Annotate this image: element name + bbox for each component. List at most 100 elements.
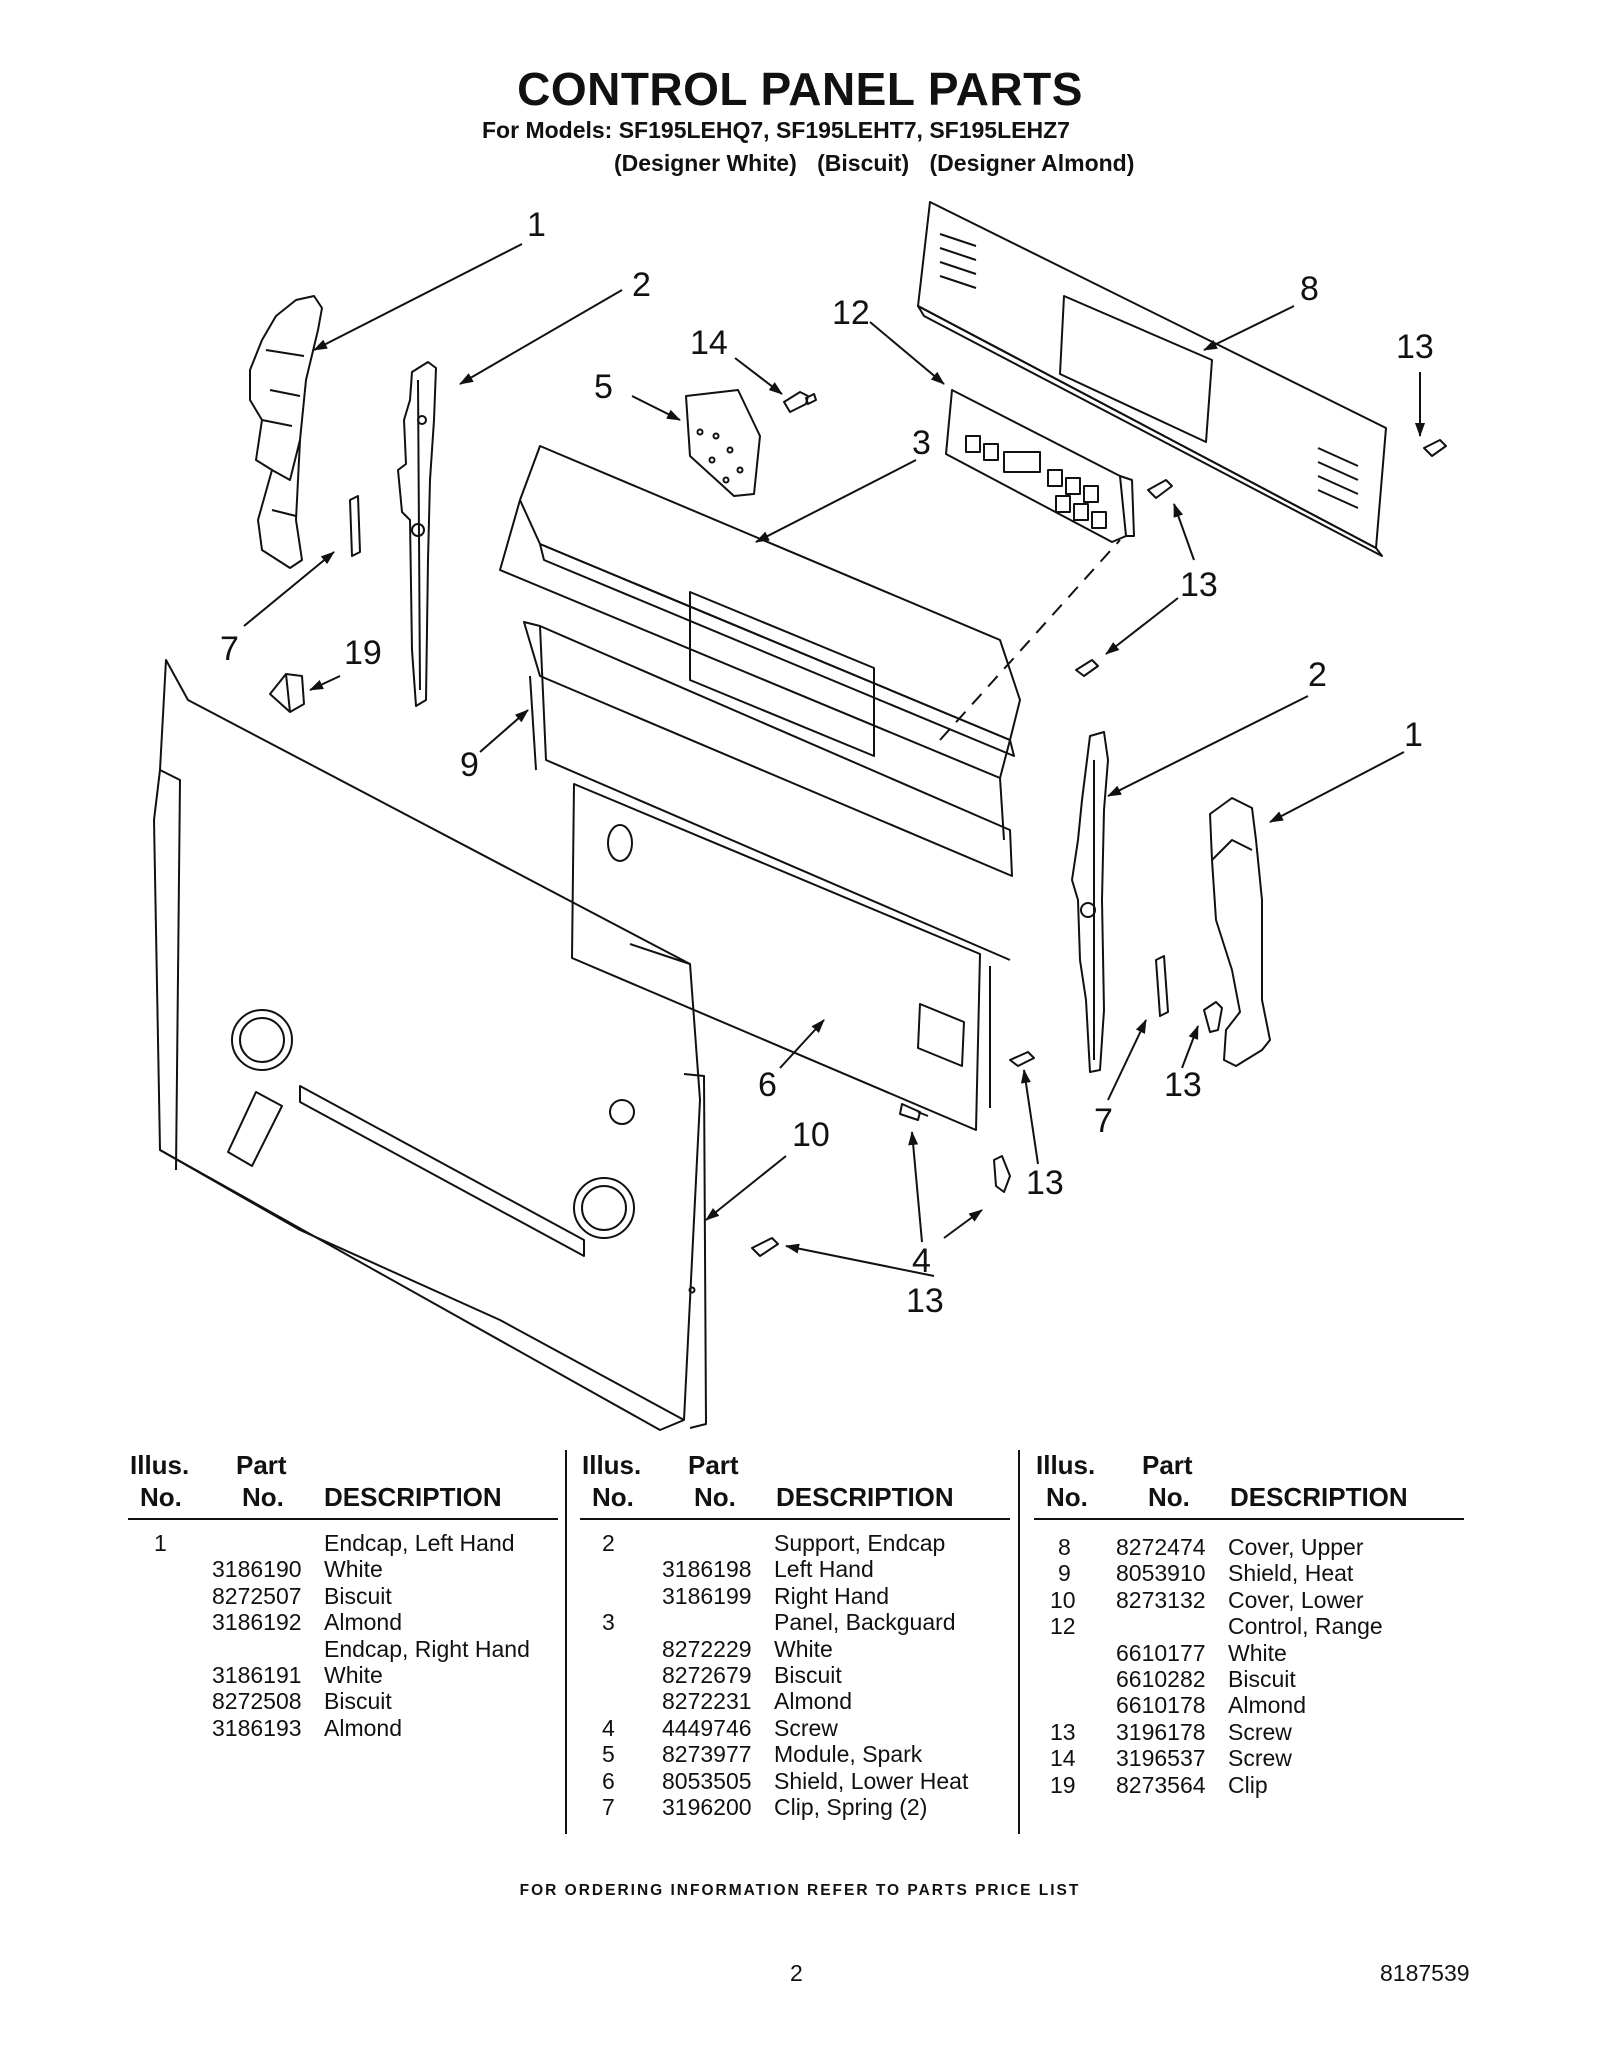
spring-clip-right <box>1155 955 1169 1017</box>
part-description: Clip, Spring (2) <box>774 1793 928 1820</box>
document-number: 8187539 <box>1380 1960 1470 1986</box>
endcap-left <box>249 295 323 569</box>
callout-7-left: 7 <box>220 630 239 668</box>
part-no: 8272507 <box>212 1582 302 1609</box>
part-description: Cover, Upper <box>1228 1534 1364 1560</box>
part-no: 6610178 <box>1116 1692 1206 1719</box>
part-no: 3196537 <box>1116 1745 1206 1772</box>
header-illus-top: Illus. <box>130 1450 190 1480</box>
part-no: 3186190 <box>212 1556 302 1583</box>
page-number: 2 <box>790 1960 803 1986</box>
part-description: White <box>324 1556 383 1583</box>
part-description: White <box>774 1635 833 1662</box>
endcap-support-right <box>1071 731 1109 1073</box>
part-no: 8273564 <box>1116 1771 1206 1798</box>
part-description: Panel, Backguard <box>774 1609 956 1636</box>
screw-13-b <box>1147 479 1173 499</box>
upper-cover <box>917 201 1387 557</box>
callout-1-right: 1 <box>1404 716 1423 754</box>
callout-13-top: 13 <box>1396 328 1434 366</box>
part-description: Biscuit <box>1228 1665 1296 1692</box>
part-no: 3186193 <box>212 1714 302 1741</box>
callout-19: 19 <box>344 634 382 672</box>
part-description: Biscuit <box>324 1688 392 1715</box>
callout-1-left: 1 <box>527 206 546 244</box>
page-title: CONTROL PANEL PARTS <box>517 63 1083 115</box>
callout-12: 12 <box>832 294 870 332</box>
part-description: Support, Endcap <box>774 1530 946 1556</box>
table-row: 3186193 Almond <box>128 1715 558 1741</box>
part-no: 8273977 <box>662 1741 752 1768</box>
table-row: 3186198 Left Hand <box>580 1556 1010 1582</box>
spark-module <box>685 389 761 497</box>
leader-lines <box>243 243 1425 1277</box>
table-row: 8272507 Biscuit <box>128 1583 558 1609</box>
endcap-support-left <box>397 361 437 707</box>
part-description: Biscuit <box>324 1582 392 1609</box>
clip-19 <box>269 673 305 713</box>
part-description: Almond <box>1228 1692 1306 1719</box>
part-description: Endcap, Right Hand <box>324 1635 530 1662</box>
part-description: Right Hand <box>774 1582 890 1609</box>
header-part-top: Part <box>236 1450 287 1480</box>
part-no: 3186199 <box>662 1582 752 1609</box>
part-no: 6610177 <box>1116 1639 1206 1666</box>
range-control <box>945 389 1135 543</box>
header-part-top: Part <box>1142 1450 1193 1480</box>
callout-10: 10 <box>792 1116 830 1154</box>
callout-13-right: 13 <box>1164 1066 1202 1104</box>
part-no: 3186198 <box>662 1556 752 1583</box>
part-no: 8053505 <box>662 1767 752 1794</box>
part-description: Control, Range <box>1228 1613 1383 1640</box>
part-description: Left Hand <box>774 1556 874 1583</box>
header-illus-bottom: No. <box>1046 1482 1088 1512</box>
callout-2-right: 2 <box>1308 656 1327 694</box>
part-no: 3186191 <box>212 1661 302 1688</box>
header-description: DESCRIPTION <box>324 1482 502 1512</box>
part-description: Almond <box>774 1688 852 1715</box>
screw-4 <box>899 1103 929 1121</box>
parts-column-header: Illus. No. Part No. DESCRIPTION <box>580 1450 1010 1520</box>
variant-designer-white: (Designer White) <box>614 150 797 176</box>
header-illus-bottom: No. <box>140 1482 182 1512</box>
part-no: 8272508 <box>212 1688 302 1715</box>
callout-4: 4 <box>912 1242 931 1280</box>
header-part-bottom: No. <box>242 1482 284 1512</box>
part-description: Almond <box>324 1714 402 1741</box>
illus-no: 9 <box>1058 1560 1071 1587</box>
part-description: Biscuit <box>774 1661 842 1688</box>
screw-13-f <box>993 1155 1011 1193</box>
exploded-parts-diagram: 1 2 14 5 12 8 13 3 13 13 2 1 7 19 9 6 10… <box>153 201 1447 1431</box>
part-description: Almond <box>324 1609 402 1636</box>
callout-5: 5 <box>594 368 613 406</box>
callout-13-mid: 13 <box>1180 566 1218 604</box>
header-description: DESCRIPTION <box>776 1482 954 1512</box>
parts-column-header: Illus. No. Part No. DESCRIPTION <box>128 1450 558 1520</box>
models-line: For Models: SF195LEHQ7, SF195LEHT7, SF19… <box>482 117 1070 143</box>
part-no: 3196200 <box>662 1793 752 1820</box>
callout-13-bottom: 13 <box>906 1282 944 1320</box>
table-row: 3186199 Right Hand <box>580 1583 1010 1609</box>
illus-no: 3 <box>602 1609 615 1636</box>
screw-13-d <box>1203 1001 1223 1033</box>
illus-no: 1 <box>154 1530 167 1556</box>
illus-no: 4 <box>602 1714 615 1741</box>
part-no: 8272474 <box>1116 1534 1206 1560</box>
table-row: Endcap, Right Hand <box>128 1636 558 1662</box>
part-no: 4449746 <box>662 1714 752 1741</box>
part-description: Shield, Lower Heat <box>774 1767 969 1794</box>
